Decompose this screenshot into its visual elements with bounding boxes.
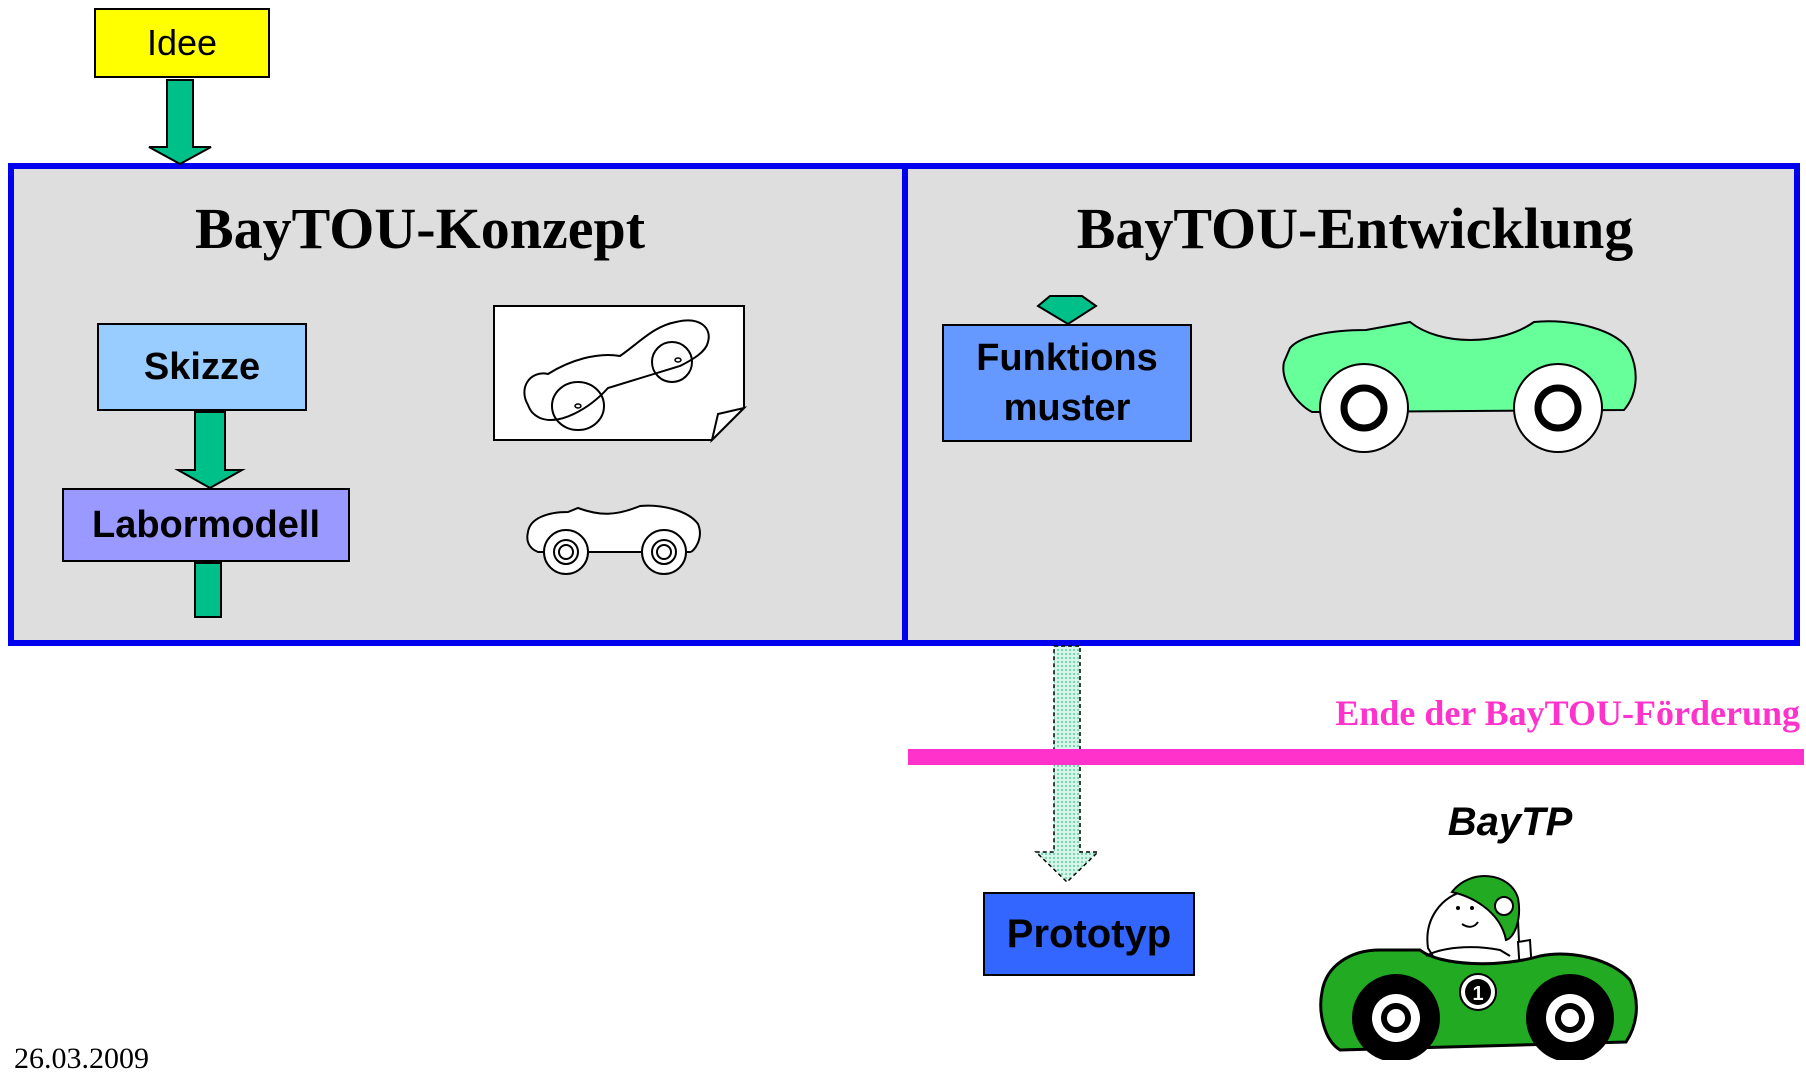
- lab-model-label: Labormodell: [91, 503, 321, 546]
- sketch-to-labmodel-arrow: [174, 411, 246, 490]
- baytp-race-car-icon: 1: [1319, 875, 1638, 1060]
- lab-model-box: Labormodell: [62, 488, 350, 562]
- idea-arrow: [148, 79, 212, 166]
- sketch-label: Skizze: [143, 345, 261, 388]
- concept-title: BayTOU-Konzept: [194, 196, 646, 261]
- labmodel-stub-arrow: [194, 562, 222, 618]
- sketch-paper-icon: [493, 305, 748, 444]
- function-model-box: Funktions muster: [942, 324, 1192, 442]
- function-model-car-icon: [1282, 320, 1637, 453]
- funding-end-line: [908, 749, 1804, 765]
- function-model-label: Funktions muster: [976, 337, 1158, 429]
- prototype-box: Prototyp: [983, 892, 1195, 976]
- prototype-label: Prototyp: [1006, 911, 1172, 956]
- function-model-arrow: [1036, 295, 1098, 326]
- idea-label: Idee: [146, 22, 218, 63]
- sketch-box: Skizze: [97, 323, 307, 411]
- funding-end-label: Ende der BayTOU-Förderung: [1335, 693, 1800, 733]
- svg-text:1: 1: [1472, 983, 1483, 1005]
- development-title: BayTOU-Entwicklung: [1076, 196, 1634, 261]
- lab-model-car-icon: [526, 504, 701, 575]
- baytp-label: BayTP: [1447, 800, 1573, 844]
- idea-box: Idee: [94, 8, 270, 78]
